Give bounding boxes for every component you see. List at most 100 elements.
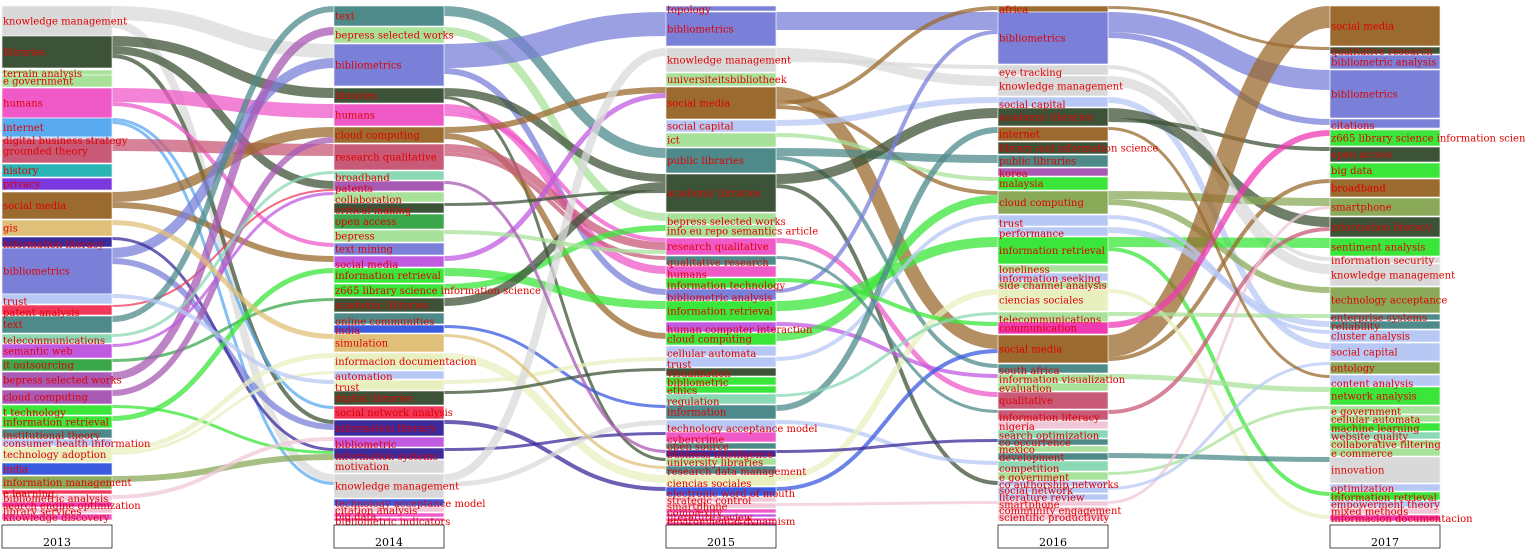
topic-node[interactable] (1329, 507, 1441, 515)
topic-node[interactable] (997, 272, 1109, 282)
topic-node[interactable] (1, 315, 113, 334)
topic-node[interactable] (333, 191, 445, 203)
topic-node[interactable] (1329, 216, 1441, 238)
topic-node[interactable] (1329, 118, 1441, 129)
topic-node[interactable] (1, 446, 113, 463)
topic-node[interactable] (1, 389, 113, 405)
topic-node[interactable] (1, 35, 113, 69)
topic-node[interactable] (1, 513, 113, 521)
topic-node[interactable] (997, 126, 1109, 142)
topic-node[interactable] (1329, 456, 1441, 484)
topic-node[interactable] (1329, 374, 1441, 387)
topic-node[interactable] (997, 288, 1109, 312)
topic-node[interactable] (665, 224, 777, 238)
topic-node[interactable] (333, 512, 445, 518)
topic-node[interactable] (1, 177, 113, 191)
topic-node[interactable] (1, 343, 113, 359)
topic-node[interactable] (1, 428, 113, 439)
topic-node[interactable] (1329, 386, 1441, 406)
topic-node[interactable] (1329, 178, 1441, 198)
topic-node[interactable] (665, 119, 777, 133)
topic-node[interactable] (333, 459, 445, 474)
topic-node[interactable] (333, 498, 445, 507)
topic-node[interactable] (1, 494, 113, 502)
topic-node[interactable] (665, 513, 777, 518)
topic-node[interactable] (333, 324, 445, 334)
topic-node[interactable] (997, 334, 1109, 364)
topic-node[interactable] (1329, 129, 1441, 147)
topic-node[interactable] (1329, 329, 1441, 343)
topic-node[interactable] (997, 321, 1109, 335)
topic-node[interactable] (333, 43, 445, 87)
topic-node[interactable] (333, 255, 445, 268)
topic-node[interactable] (665, 442, 777, 450)
topic-node[interactable] (997, 480, 1109, 487)
topic-node[interactable] (1329, 514, 1441, 522)
topic-node[interactable] (333, 379, 445, 391)
topic-node[interactable] (665, 385, 777, 394)
topic-node[interactable] (665, 72, 777, 87)
topic-node[interactable] (665, 496, 777, 503)
topic-node[interactable] (333, 170, 445, 181)
topic-node[interactable] (333, 517, 445, 522)
topic-node[interactable] (333, 333, 445, 353)
topic-node[interactable] (997, 409, 1109, 421)
topic-node[interactable] (333, 297, 445, 313)
topic-node[interactable] (665, 356, 777, 368)
topic-node[interactable] (997, 167, 1109, 177)
topic-node[interactable] (997, 236, 1109, 265)
topic-node[interactable] (333, 352, 445, 371)
topic-node[interactable] (1, 404, 113, 416)
topic-node[interactable] (665, 502, 777, 509)
topic-node[interactable] (1329, 237, 1441, 257)
topic-node[interactable] (333, 267, 445, 284)
topic-node[interactable] (333, 5, 445, 27)
topic-node[interactable] (1329, 414, 1441, 423)
topic-node[interactable] (665, 132, 777, 148)
topic-node[interactable] (1329, 483, 1441, 492)
topic-node[interactable] (997, 264, 1109, 273)
topic-node[interactable] (665, 449, 777, 458)
topic-node[interactable] (997, 486, 1109, 494)
topic-node[interactable] (665, 147, 777, 174)
topic-node[interactable] (1, 138, 113, 164)
topic-node[interactable] (1329, 69, 1441, 119)
topic-node[interactable] (997, 141, 1109, 155)
topic-node[interactable] (1, 304, 113, 316)
topic-node[interactable] (997, 363, 1109, 374)
topic-node[interactable] (1, 5, 113, 37)
topic-node[interactable] (665, 255, 777, 266)
topic-node[interactable] (997, 512, 1109, 521)
topic-node[interactable] (1, 333, 113, 344)
topic-node[interactable] (1329, 439, 1441, 448)
topic-node[interactable] (333, 213, 445, 230)
topic-node[interactable] (333, 405, 445, 420)
topic-node[interactable] (333, 283, 445, 298)
topic-node[interactable] (1329, 500, 1441, 508)
topic-node[interactable] (665, 288, 777, 301)
topic-node[interactable] (997, 506, 1109, 513)
topic-node[interactable] (333, 370, 445, 380)
topic-node[interactable] (333, 419, 445, 437)
topic-node[interactable] (333, 87, 445, 104)
topic-node[interactable] (1, 415, 113, 429)
topic-node[interactable] (665, 419, 777, 432)
topic-node[interactable] (997, 214, 1109, 227)
topic-node[interactable] (665, 237, 777, 256)
topic-node[interactable] (665, 47, 777, 73)
topic-node[interactable] (1, 191, 113, 220)
topic-node[interactable] (1329, 286, 1441, 314)
topic-node[interactable] (997, 500, 1109, 507)
topic-node[interactable] (1329, 54, 1441, 70)
topic-node[interactable] (665, 367, 777, 377)
topic-node[interactable] (1, 501, 113, 508)
topic-node[interactable] (1329, 46, 1441, 55)
topic-node[interactable] (665, 393, 777, 405)
topic-node[interactable] (1329, 313, 1441, 321)
topic-node[interactable] (1329, 422, 1441, 432)
topic-node[interactable] (1, 74, 113, 88)
topic-node[interactable] (333, 390, 445, 406)
topic-node[interactable] (665, 508, 777, 514)
topic-node[interactable] (665, 277, 777, 289)
topic-node[interactable] (333, 312, 445, 325)
